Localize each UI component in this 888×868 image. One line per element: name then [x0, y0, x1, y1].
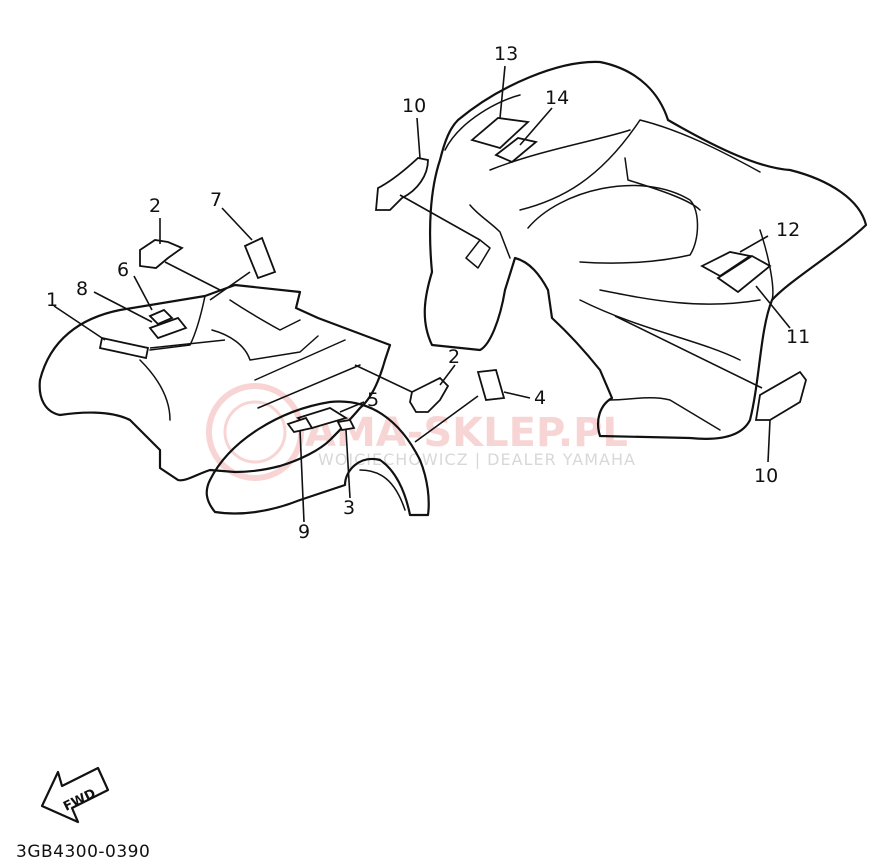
watermark-logo — [206, 383, 304, 481]
front-fender — [38, 283, 430, 517]
fwd-label: FWD — [61, 786, 98, 814]
watermark: AMA-SKLEP.PL WOJCIECHOWICZ | DEALER YAMA… — [206, 383, 636, 481]
callout-10-lower: 10 — [754, 465, 778, 487]
watermark-brand: AMA-SKLEP.PL — [305, 410, 628, 456]
callout-2-lower: 2 — [448, 346, 460, 368]
fwd-arrow-icon — [40, 766, 110, 824]
callout-11: 11 — [786, 326, 810, 348]
decals — [98, 117, 807, 434]
decal-10-upper — [375, 157, 429, 211]
fwd-arrow: FWD — [40, 766, 110, 824]
decal-4 — [476, 369, 506, 401]
callout-13: 13 — [494, 43, 518, 65]
callouts: 1 2 2 3 4 5 6 7 8 9 10 10 11 12 13 14 — [46, 43, 810, 543]
decal-14 — [494, 137, 538, 164]
decal-3 — [336, 419, 356, 431]
callout-14: 14 — [545, 87, 569, 109]
callout-9: 9 — [298, 521, 310, 543]
leader-lines — [53, 65, 791, 523]
decal-9 — [286, 416, 314, 434]
decal-11 — [716, 254, 772, 294]
diagram-code: 3GB4300-0390 — [16, 842, 150, 862]
decal-10-lower — [754, 370, 807, 421]
callout-7: 7 — [210, 189, 222, 211]
decal-6 — [148, 308, 174, 326]
callout-6: 6 — [117, 259, 129, 281]
callout-12: 12 — [776, 219, 800, 241]
decal-12 — [700, 251, 753, 278]
callout-4: 4 — [534, 387, 546, 409]
callout-5: 5 — [367, 389, 379, 411]
decal-7 — [243, 236, 277, 280]
decal-2-lower — [409, 376, 450, 413]
watermark-tagline: WOJCIECHOWICZ | DEALER YAMAHA — [318, 450, 636, 469]
callout-2-upper: 2 — [149, 195, 161, 217]
decal-2-upper — [139, 239, 184, 269]
callout-1: 1 — [46, 289, 58, 311]
callout-3: 3 — [343, 497, 355, 519]
decal-8 — [148, 316, 188, 340]
callout-10-upper: 10 — [402, 95, 426, 117]
decal-13 — [470, 117, 531, 150]
callout-8: 8 — [76, 278, 88, 300]
decal-1 — [98, 336, 150, 360]
